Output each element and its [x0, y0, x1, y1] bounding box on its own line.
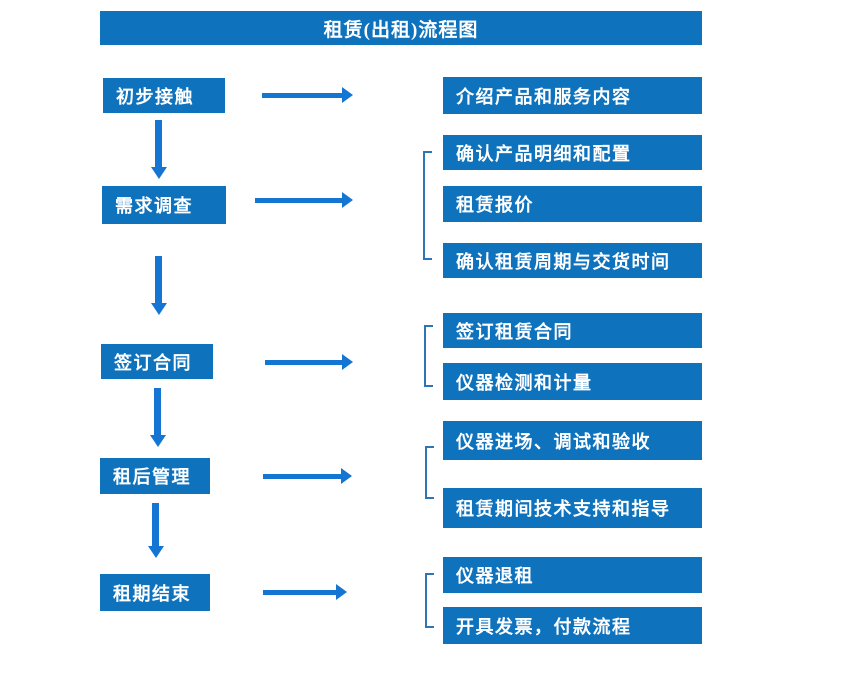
detail-box-3-2: 仪器检测和计量 — [443, 363, 702, 400]
right-arrow-5 — [263, 584, 347, 600]
step-box-post-rental-management: 租后管理 — [100, 458, 210, 494]
right-arrow-3 — [265, 354, 353, 370]
down-arrow-3 — [149, 388, 166, 447]
right-arrow-2 — [255, 192, 353, 208]
down-arrow-4 — [147, 503, 164, 558]
down-arrow-2 — [150, 256, 167, 315]
step-box-sign-contract: 签订合同 — [101, 344, 213, 379]
detail-box-4-1: 仪器进场、调试和验收 — [443, 421, 702, 460]
step-box-initial-contact: 初步接触 — [103, 78, 225, 113]
detail-box-2-3: 确认租赁周期与交货时间 — [443, 243, 702, 278]
detail-box-2-2: 租赁报价 — [443, 186, 702, 222]
right-arrow-1 — [262, 87, 353, 103]
bracket-group-4 — [425, 446, 434, 499]
down-arrow-1 — [150, 120, 167, 179]
detail-box-5-2: 开具发票，付款流程 — [443, 607, 702, 644]
bracket-group-5 — [425, 573, 434, 628]
bracket-group-2 — [423, 151, 432, 260]
detail-box-2-1: 确认产品明细和配置 — [443, 135, 702, 170]
step-box-demand-survey: 需求调查 — [102, 186, 226, 224]
bracket-group-3 — [424, 325, 433, 387]
right-arrow-4 — [263, 468, 352, 484]
detail-box-5-1: 仪器退租 — [443, 557, 702, 593]
step-box-rental-end: 租期结束 — [100, 574, 210, 611]
detail-box-3-1: 签订租赁合同 — [443, 313, 702, 348]
page-title: 租赁(出租)流程图 — [100, 11, 702, 45]
detail-box-4-2: 租赁期间技术支持和指导 — [443, 488, 702, 528]
detail-box-1-1: 介绍产品和服务内容 — [443, 77, 702, 114]
